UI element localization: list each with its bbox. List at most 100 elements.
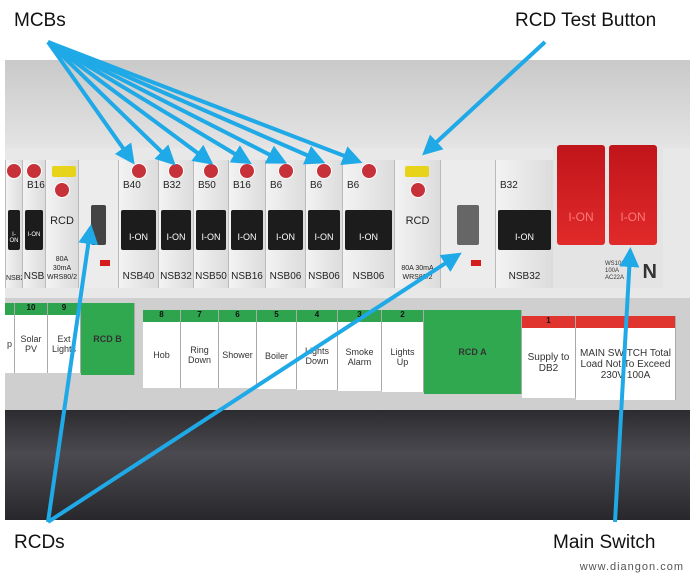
main-rating: 100A [605,268,620,274]
mcb-toggle: I-ON [8,210,20,250]
main-switch-arrow [613,247,640,523]
mcb-arrow [46,40,135,165]
wylex-logo [6,163,22,179]
wylex-logo [54,182,70,198]
mcb-arrow [47,40,326,165]
mcb-toggle: I-ON [268,210,303,250]
mcb-toggle: I-ON [25,210,43,250]
mcb-rating: B16 [27,180,45,191]
mcb-rating: B6 [270,180,283,191]
neutral-mark: N [642,261,657,283]
enclosure-lower [5,410,690,520]
mcb-code: NSB20 [6,275,29,282]
rcd-arrow [46,224,99,523]
mcb: I-ON NSB20 [5,160,29,288]
rcd-model: WRS80/2 [402,274,433,281]
rcd-label: RCD [50,215,74,227]
rcd-test-button [405,166,429,177]
mcb-rating: B16 [233,180,251,191]
wylex-logo [130,163,147,179]
circuit-number [5,303,14,315]
rcd-label: RCD [405,215,430,227]
mcb-toggle: I-ON [308,210,340,250]
mcb-arrow [46,40,252,165]
main-switch-lever: I-ON [609,145,657,245]
circuit-label-rcd-a: RCD A [424,310,522,394]
circuit-name: Hob [153,350,170,360]
mcb-toggle: I-ON [161,210,191,250]
circuit-number: 8 [143,310,180,322]
mcb-code: NSB06 [269,271,302,282]
circuit-number: 10 [15,303,47,315]
wylex-logo [360,163,377,179]
circuit-number: 7 [181,310,218,322]
rcd-indicator [470,260,481,266]
wall [5,60,690,155]
mcb-arrow [46,40,176,166]
main-class: AC22A [605,275,625,281]
mcb-code: NSB06 [352,271,385,282]
circuit-number: 2 [382,310,423,322]
mcb-code: NSB50 [195,271,227,282]
main-model: WS102 [605,261,625,267]
mcb-toggle: I-ON [498,210,551,250]
rcd-rating: 80A 30mA [401,265,434,272]
rcd-rating: 80A 30mA [52,256,72,272]
circuit-label-rcd-b: RCD B [81,303,135,375]
mcb-rating: B32 [500,180,518,191]
mcb-rating: B6 [310,180,323,191]
circuit-name: Ring Down [187,345,211,365]
label-mcbs: MCBs [14,10,66,31]
label-main-switch: Main Switch [553,532,656,553]
circuit-number: 1 [522,316,575,328]
mcb-toggle: I-ON [196,210,226,250]
mcb-code: NSB [23,271,45,282]
circuit-name: Smoke Alarm [345,346,374,367]
mcb-rating: B32 [163,180,181,191]
circuit-name: Boiler [264,350,288,361]
mcb-code: NSB16 [231,271,263,282]
rcd-test-button [52,166,76,177]
mcb-code: NSB06 [308,271,340,282]
rcd-a: RCD 80A 30mA WRS80/2 [394,160,440,288]
mcb-rating: B40 [123,180,141,191]
circuit-name: Ext Lights [51,334,77,354]
circuit-name: Solar PV [20,334,42,354]
circuit-name: Shower [222,350,253,360]
rcd-spec: 80A 30mA WRS80/2 [395,264,440,282]
mcb-toggle: I-ON [345,210,392,250]
wylex-logo [409,182,426,198]
mcb-rating: B6 [347,180,360,191]
circuit-number: 4 [297,310,337,322]
rcd-lever [457,205,479,245]
mcb-arrow [47,40,288,164]
circuit-name: Lights Up [390,347,415,367]
watermark: www.diangon.com [579,561,684,573]
rcd-test-arrow [422,40,547,156]
mcb-arrow [46,40,214,165]
mcb-rating: B50 [198,180,216,191]
circuit-number: 6 [219,310,256,322]
circuit-number: 9 [48,303,80,315]
